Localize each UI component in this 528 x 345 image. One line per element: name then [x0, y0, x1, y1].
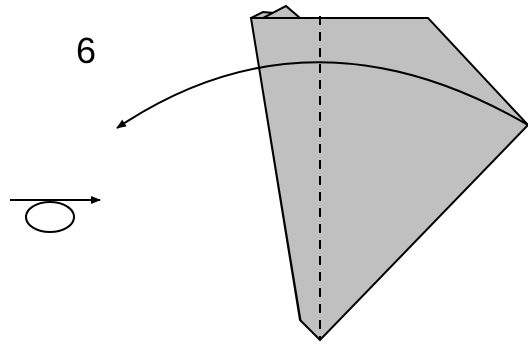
turn-over-loop — [25, 201, 75, 233]
paper-top-flap-inner — [262, 4, 303, 19]
fold-direction-arrow — [116, 61, 528, 129]
paper-body — [249, 17, 528, 342]
step-number: 6 — [76, 30, 96, 71]
turn-over-icon — [10, 196, 101, 233]
